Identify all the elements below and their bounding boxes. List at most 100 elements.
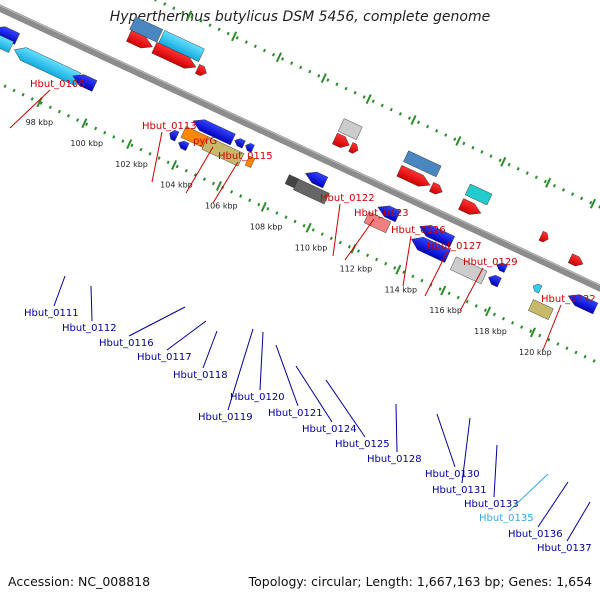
scale-tick	[365, 94, 372, 105]
callout-line	[493, 444, 498, 498]
reverse-gene-arrow	[169, 129, 180, 142]
reverse-gene-arrow	[496, 262, 508, 273]
scale-tick	[260, 201, 267, 212]
reverse-gene-label: Hbut_0131	[432, 485, 487, 496]
callout-line	[128, 306, 186, 337]
forward-gene-label: Hbut_0113	[142, 121, 197, 132]
reverse-gene-arrow	[305, 171, 329, 189]
forward-gene-label: pyrG	[193, 136, 217, 147]
callout-line	[227, 328, 254, 411]
callout-line	[461, 417, 471, 484]
scale-tick-label: 104 kbp	[160, 181, 193, 190]
gene-block	[528, 299, 554, 320]
scale-tick	[126, 139, 133, 150]
callout-line	[259, 331, 264, 391]
forward-gene-arrow	[348, 142, 359, 154]
callout-line	[9, 89, 51, 129]
callout-line	[212, 161, 239, 204]
scale-tick	[589, 198, 596, 209]
scale-tick	[485, 306, 492, 317]
forward-gene-arrow	[567, 253, 584, 267]
callout-line	[542, 304, 562, 351]
scale-tick-label: 116 kbp	[429, 306, 462, 315]
reverse-gene-arrow	[245, 143, 255, 153]
forward-gene-label: Hbut_0123	[354, 208, 409, 219]
reverse-gene-label: Hbut_0124	[302, 424, 357, 435]
callout-line	[90, 285, 93, 322]
scale-tick	[395, 264, 402, 275]
reverse-gene-arrow	[419, 225, 455, 248]
forward-gene-arrow	[458, 198, 482, 215]
scale-tick-label: 110 kbp	[295, 243, 328, 252]
reverse-gene-label: Hbut_0125	[335, 439, 390, 450]
gene-block	[464, 183, 493, 206]
gene-block	[403, 150, 442, 178]
scale-tick	[410, 115, 417, 125]
forward-gene-label: Hbut_0106	[30, 79, 85, 90]
scale-tick-label: 118 kbp	[474, 327, 507, 336]
gene-block	[201, 136, 245, 167]
reverse-gene-label: Hbut_0130	[425, 469, 480, 480]
scale-tick-label: 114 kbp	[384, 285, 417, 294]
reverse-gene-label: Hbut_0118	[173, 370, 228, 381]
forward-gene-arrow	[126, 30, 153, 49]
forward-gene-arrow	[332, 132, 350, 148]
forward-gene-label: Hbut_0115	[218, 151, 273, 162]
scale-tick	[186, 10, 193, 21]
reverse-gene-label: Hbut_0137	[537, 543, 592, 554]
reverse-dotted-rail	[0, 25, 600, 409]
forward-gene-arrow	[195, 64, 207, 76]
callout-line	[566, 501, 591, 542]
reverse-gene-label: Hbut_0121	[268, 408, 323, 419]
forward-gene-arrow	[396, 165, 431, 187]
scale-tick-label: 100 kbp	[70, 139, 103, 148]
scale-tick	[545, 177, 552, 188]
reverse-gene-label: Hbut_0133	[464, 499, 519, 510]
callout-line	[275, 344, 299, 407]
callout-line	[436, 413, 456, 468]
scale-tick	[305, 222, 312, 233]
callout-line	[395, 403, 398, 453]
forward-gene-arrow	[429, 182, 443, 195]
scale-tick	[81, 118, 88, 129]
forward-gene-arrow	[538, 230, 549, 243]
reverse-gene-label: Hbut_0116	[99, 338, 154, 349]
callout-line	[295, 365, 333, 423]
forward-gene-arrow	[151, 41, 197, 69]
reverse-gene-arrow	[377, 205, 401, 223]
reverse-gene-arrow	[14, 47, 81, 86]
scale-tick	[455, 135, 462, 146]
topology-text: Topology: circular; Length: 1,667,163 bp…	[248, 574, 592, 589]
reverse-gene-arrow	[0, 20, 14, 53]
callout-line	[325, 379, 366, 438]
scale-tick-label: 98 kbp	[26, 118, 54, 127]
accession-text: Accession: NC_008818	[8, 574, 151, 589]
callout-line	[151, 131, 163, 183]
reverse-gene-arrow	[567, 294, 599, 315]
scale-tick	[171, 160, 178, 170]
gene-block	[363, 211, 392, 234]
forward-gene-label: Hbut_0127	[427, 241, 482, 252]
callout-line	[508, 473, 549, 512]
callout-line	[332, 203, 341, 257]
callout-line	[459, 267, 484, 312]
forward-dotted-rail	[0, 0, 600, 280]
reverse-gene-arrow	[178, 140, 190, 151]
callout-line	[53, 275, 66, 307]
scale-tick	[275, 52, 282, 63]
gene-block	[244, 155, 256, 168]
scale-tick	[529, 327, 536, 338]
scale-tick-label: 112 kbp	[340, 264, 373, 273]
map-title: Hyperthermus butylicus DSM 5456, complet…	[109, 9, 491, 25]
callout-line	[166, 320, 207, 351]
callout-line	[424, 251, 448, 297]
reverse-gene-label: Hbut_0119	[198, 412, 253, 423]
reverse-gene-label: Hbut_0128	[367, 454, 422, 465]
callout-line	[402, 235, 412, 287]
callout-line	[537, 481, 569, 528]
reverse-gene-label: Hbut_0135	[479, 513, 534, 524]
scale-tick	[320, 73, 327, 84]
callout-line	[344, 218, 375, 261]
reverse-gene-arrow	[411, 236, 451, 263]
callout-line	[185, 146, 214, 194]
